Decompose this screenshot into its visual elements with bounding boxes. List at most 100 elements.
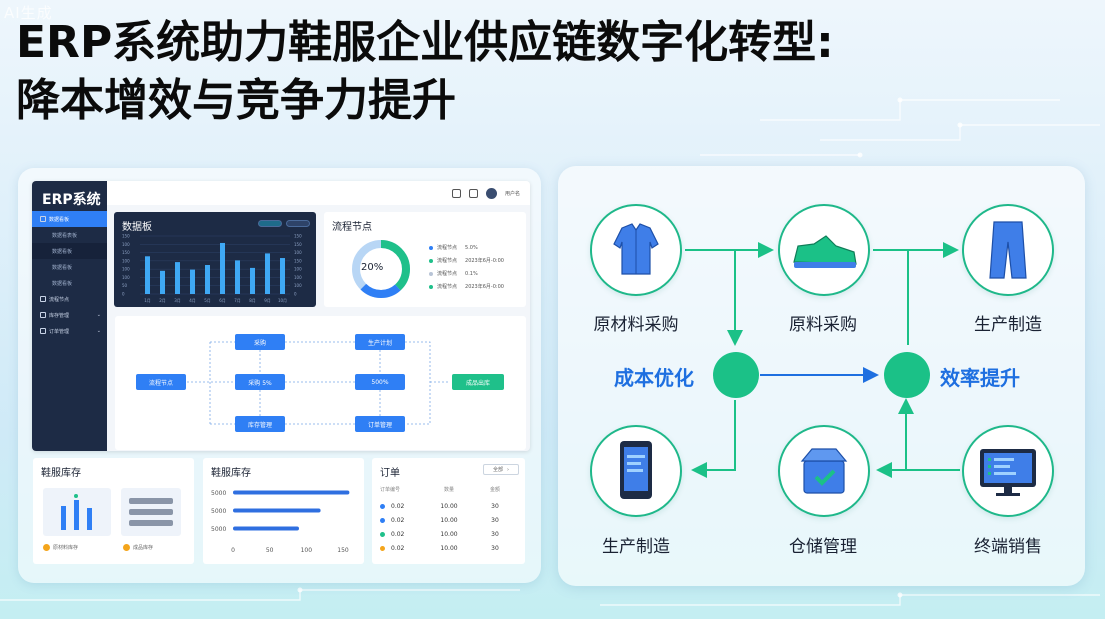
notification-icon[interactable] bbox=[451, 188, 461, 198]
process-start-node[interactable]: 流程节点 bbox=[136, 374, 186, 390]
inventory-bar bbox=[233, 526, 299, 531]
legend-dot bbox=[429, 271, 433, 276]
inventory-footer-right: 成品库存 bbox=[123, 544, 153, 551]
status-dot bbox=[380, 504, 385, 509]
node-warehouse bbox=[778, 425, 870, 517]
orders-filter-label: 全部 bbox=[492, 467, 503, 473]
y-tick-left: 0 bbox=[122, 292, 125, 297]
inventory-mini-bars bbox=[61, 494, 92, 530]
status-dot bbox=[380, 546, 385, 551]
inventory-x-tick: 100 bbox=[301, 547, 313, 554]
process-node-1-1[interactable]: 采购 bbox=[235, 334, 285, 350]
sidebar-item-label: 库存管理 bbox=[49, 312, 70, 319]
node-production bbox=[962, 204, 1054, 296]
y-tick-left: 100 bbox=[122, 275, 130, 280]
node-label-4: 生产制造 bbox=[602, 537, 670, 557]
sidebar-item-label: 数据看板 bbox=[52, 264, 73, 271]
dashboard-bar bbox=[250, 267, 255, 294]
process-node-2-3[interactable]: 订单管理 bbox=[355, 416, 405, 432]
sidebar-item[interactable]: 订单管理⌄ bbox=[32, 323, 107, 339]
sidebar-item[interactable]: 数据看板 bbox=[32, 211, 107, 227]
sidebar-item[interactable]: 库存管理 ⌄ bbox=[32, 307, 107, 323]
username-label[interactable]: 用户名 bbox=[504, 190, 520, 197]
sidebar-item[interactable]: 数据看板 bbox=[32, 243, 107, 259]
orders-filter-button[interactable]: 全部› bbox=[483, 464, 519, 475]
y-tick-right: 100 bbox=[294, 250, 302, 255]
inventory-footer-left-text: 原材料库存 bbox=[53, 545, 79, 551]
process-node-2-1[interactable]: 生产计划 bbox=[355, 334, 405, 350]
avatar[interactable] bbox=[485, 187, 497, 199]
process-node-2-2[interactable]: 500% bbox=[355, 374, 405, 390]
node-label-1: 原材料采购 bbox=[593, 315, 679, 335]
y-tick-left: 100 bbox=[122, 258, 130, 263]
y-tick-left: 150 bbox=[122, 234, 130, 239]
hub-label-cost: 成本优化 bbox=[614, 366, 694, 390]
flow-node-title: 流程节点 bbox=[332, 222, 372, 233]
donut-segment-blue bbox=[352, 240, 410, 298]
order-qty: 10.00 bbox=[440, 503, 458, 510]
node-label-5: 仓储管理 bbox=[789, 537, 857, 557]
y-tick-left: 50 bbox=[122, 283, 128, 288]
y-tick-left: 100 bbox=[122, 267, 130, 272]
erp-logo: ERP系统 bbox=[42, 192, 101, 208]
inventory-card-2-title: 鞋服库存 bbox=[211, 468, 251, 479]
dashboard-toggle-2[interactable] bbox=[286, 220, 310, 227]
sidebar-item[interactable]: 数据看表板 bbox=[32, 227, 107, 243]
process-flow-panel: 流程节点 采购 采购 5% 库存管理 生产计划 500% 订单管理 成品出库 bbox=[115, 316, 526, 450]
order-id: 0.02 bbox=[391, 531, 405, 538]
sidebar-item-label: 数据看板 bbox=[49, 216, 70, 223]
donut-percent: 20% bbox=[361, 262, 384, 273]
bell-icon[interactable] bbox=[468, 188, 478, 198]
erp-window: ERP系统 数据看板数据看表板数据看板数据看板数据看板流程节点库存管理⌄订单管理… bbox=[32, 181, 530, 451]
order-amount: 30 bbox=[491, 517, 499, 524]
page-title: ERP系统助力鞋服企业供应链数字化转型: 降本增效与竞争力提升 bbox=[16, 14, 1016, 130]
y-tick-left: 150 bbox=[122, 250, 130, 255]
sidebar-item[interactable]: 数据看板 bbox=[32, 259, 107, 275]
dashboard-title: 数据板 bbox=[122, 222, 152, 233]
inventory-row-label: 5000 bbox=[211, 526, 226, 533]
menu-icon bbox=[40, 312, 46, 318]
jacket-icon bbox=[613, 223, 659, 275]
process-node-1-3[interactable]: 库存管理 bbox=[235, 416, 285, 432]
legend-label: 流程节点 bbox=[437, 245, 458, 251]
hub-label-efficiency: 效率提升 bbox=[940, 366, 1020, 390]
y-tick-right: 150 bbox=[294, 258, 302, 263]
flow-node-donut bbox=[352, 240, 410, 298]
sidebar-item[interactable]: 流程节点 bbox=[32, 291, 107, 307]
sidebar-item-label: 数据看表板 bbox=[52, 232, 78, 239]
x-tick: 10月 bbox=[278, 298, 287, 303]
inventory-illustration-right bbox=[121, 488, 181, 536]
node-label-2: 原料采购 bbox=[789, 315, 857, 335]
process-end-node[interactable]: 成品出库 bbox=[452, 374, 504, 390]
ai-watermark: AI生成 bbox=[4, 4, 53, 22]
legend-value: 2023年6月-0:00 bbox=[465, 258, 504, 264]
dashboard-bar bbox=[190, 269, 195, 294]
inventory-shelf-rows bbox=[129, 498, 173, 526]
legend-row: 流程节点 2023年6月-0:00 bbox=[429, 257, 504, 264]
inventory-bar bbox=[233, 490, 350, 495]
hub-efficiency bbox=[884, 352, 930, 398]
legend-dot bbox=[429, 245, 433, 250]
inventory-bar bbox=[233, 508, 321, 513]
orders-header-cell: 数量 bbox=[443, 487, 454, 493]
process-node-1-2[interactable]: 采购 5% bbox=[235, 374, 285, 390]
dashboard-toggle-1[interactable] bbox=[258, 220, 282, 227]
legend-label: 流程节点 bbox=[437, 258, 458, 264]
sidebar-item[interactable]: 数据看板 bbox=[32, 275, 107, 291]
order-id: 0.02 bbox=[391, 545, 405, 552]
legend-label: 流程节点 bbox=[437, 271, 458, 277]
chevron-down-icon: ⌄ bbox=[96, 312, 101, 318]
status-dot bbox=[380, 518, 385, 523]
dashboard-bar bbox=[205, 265, 210, 294]
inventory-footer-right-text: 成品库存 bbox=[133, 545, 154, 551]
